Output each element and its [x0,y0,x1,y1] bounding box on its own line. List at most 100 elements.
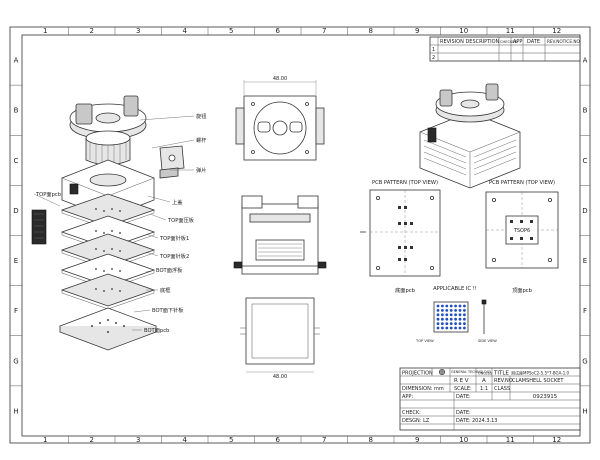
revision-table: REVISION DESCRIPTION CHECKED APP DATE RE… [429,36,580,62]
rev-value: A [482,378,486,384]
rev-no-label: REV.NO [494,378,513,384]
ic-ball [436,304,440,308]
pcb-pattern-right: PCB PATTERN (TOP VIEW) TSOP6 顶面pcb [485,180,559,294]
pcb-left-caption: 底面pcb [395,286,416,294]
scale-value: 1:1 [480,386,488,392]
ic-ball [463,322,466,325]
rev-label: R E V [454,378,469,384]
zone-col-11-bot: 11 [506,436,515,444]
rev-header-app: APP [513,39,522,45]
zone-row-F-l: F [14,307,18,315]
exploded-label-10: 底框 [160,286,170,294]
zone-row-H-l: H [13,407,18,415]
pcb-left-title: PCB PATTERN (TOP VIEW) [372,180,438,186]
app-date-label: DATE: [456,394,471,400]
zone-row-C-r: C [583,157,588,165]
pcb-right-title: PCB PATTERN (TOP VIEW) [489,180,555,186]
zone-col-7-top: 7 [322,27,326,35]
zone-col-2-top: 2 [90,27,94,35]
zone-col-6-bot: 6 [276,436,281,444]
bottom-view: 48.00 [240,297,320,380]
zone-col-12-top: 12 [552,27,561,35]
ic-ball [463,309,466,312]
applicable-ic: APPLICABLE IC !! TOP VIEW SIDE VIEW [415,286,497,343]
units-label: UNLESS [478,372,493,376]
pcb-pattern-left: PCB PATTERN (TOP VIEW) 底面pcb [360,180,441,294]
zone-col-9-top: 9 [415,27,419,35]
ic-ball [458,304,462,308]
zone-row-C-l: C [14,157,19,165]
ic-ball [441,317,444,321]
plate-5 [60,273,156,307]
zone-row-B-r: B [583,107,588,115]
ic-ball [458,326,462,330]
ic-ball [445,322,449,325]
exploded-labels: 旋钮螺杆弹片上盖TOP面pcbTOP面压板TOP面针板1TOP面针板2BOT面浮… [35,112,206,334]
exploded-label-3: 弹片 [196,166,206,174]
ic-ball [454,317,457,321]
zone-col-8-bot: 8 [369,436,373,444]
ic-ball [458,309,462,312]
rev-header-checked: CHECKED [500,40,518,44]
ic-ball [445,304,449,308]
ic-ball [436,313,440,317]
ic-ball [445,326,449,330]
customer: CLAMSHELL SOCKET [512,378,564,384]
ic-ball [458,317,462,321]
ic-ball [454,313,457,317]
ic-ball [449,326,453,330]
company-name: GENERAL TECHNOLOGY [451,370,492,374]
dim-bottom-width: 48.00 [273,374,287,380]
ic-ball [458,322,462,325]
zone-col-6-top: 6 [276,27,281,35]
zone-col-9-bot: 9 [415,436,419,444]
ic-ball [458,313,462,317]
exploded-label-12: BOT面pcb [144,327,170,334]
design-date-label: DATE: [456,418,471,424]
ic-ball [441,304,444,308]
zone-row-G-l: G [13,357,18,365]
zone-col-1-top: 1 [43,27,47,35]
zone-col-10-bot: 10 [459,436,468,444]
zone-col-4-top: 4 [183,27,188,35]
zone-col-5-top: 5 [229,27,233,35]
exploded-label-8: TOP面针板2 [159,252,189,260]
rev-row-2: 2 [432,55,435,61]
ic-ball [449,322,453,325]
ic-ball [449,317,453,321]
zone-row-B-l: B [14,107,19,115]
zone-row-E-r: E [583,257,587,265]
ic-package-label: TSOP6 [513,228,530,234]
ic-ball [441,326,444,330]
zone-row-F-r: F [583,307,587,315]
exploded-label-4: 上盖 [172,198,182,206]
dimension-value: mm [434,386,444,392]
top-view: 48.00 [235,76,325,161]
zone-col-7-bot: 7 [322,436,326,444]
rev-header-notice: REV.NOTICE.NO [547,39,580,44]
zone-col-10-top: 10 [459,27,468,35]
rev-header-desc: REVISION DESCRIPTION [440,39,500,45]
app-label: APP: [402,394,413,400]
dimension-label: DIMENSION: [402,386,433,392]
zone-col-11-top: 11 [506,27,515,35]
ic-ball [441,313,444,317]
zone-col-5-bot: 5 [229,436,233,444]
scale-label: SCALE: [454,386,472,392]
title-block: PROJECTION GENERAL TECHNOLOGY UNLESS TIT… [399,367,581,431]
ic-ball [449,309,453,312]
applicable-ic-title: APPLICABLE IC !! [433,286,477,292]
zone-row-A-l: A [14,57,19,65]
exploded-view [31,95,195,351]
rev-header-date: DATE [527,39,540,45]
ic-ball [463,326,466,330]
exploded-label-2: 螺杆 [196,136,206,144]
zone-row-D-l: D [13,207,18,215]
outer-frame [9,26,591,444]
ic-top-view-label: TOP VIEW [415,339,434,343]
zone-col-3-top: 3 [136,27,140,35]
ic-side-view-label: SIDE VIEW [478,339,497,343]
design-date: 2024.3.13 [472,418,497,424]
title-label: TITLE [493,371,509,377]
